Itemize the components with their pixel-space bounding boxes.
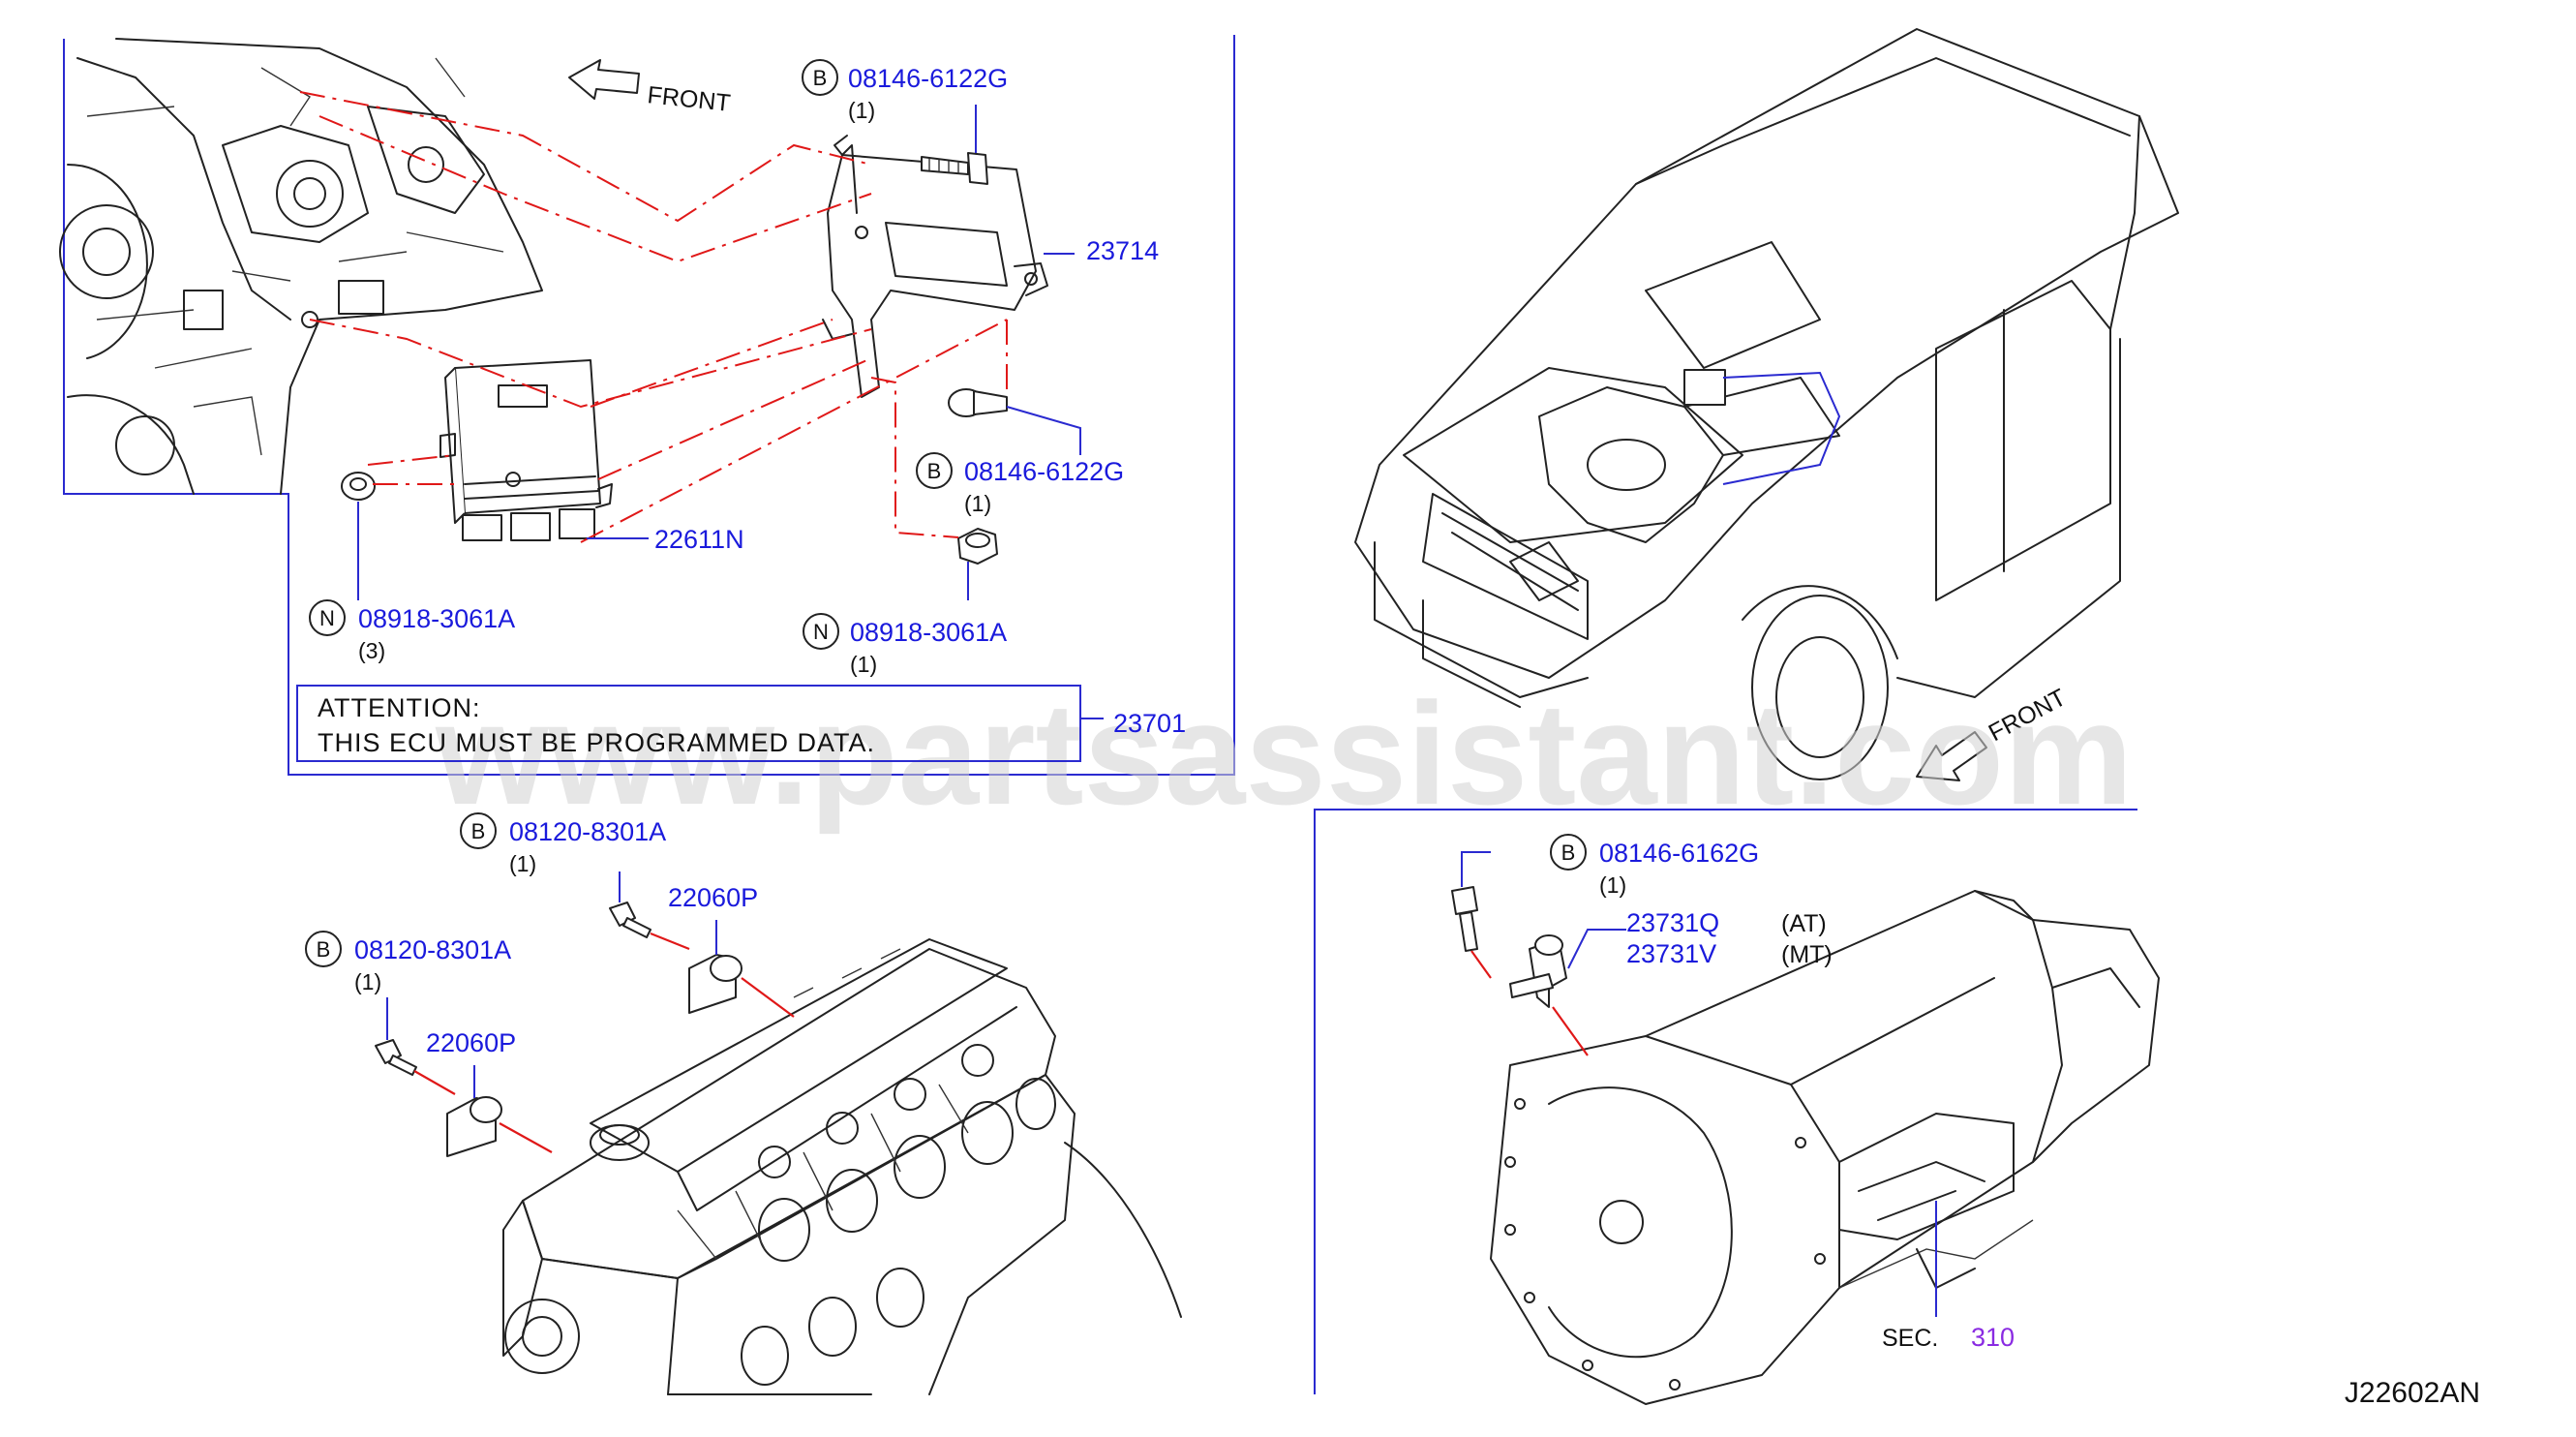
callout-ecu[interactable]: 22611N [654, 525, 744, 554]
callout-circle [916, 452, 953, 489]
part-link-23714[interactable]: 23714 [1086, 236, 1159, 265]
part-link-23731V[interactable]: 23731V [1626, 939, 1716, 968]
callout-ecu-bracket[interactable]: 23714 [1086, 236, 1159, 265]
ecu-hidden-lines [299, 91, 1008, 543]
section-reference[interactable]: SEC. 310 [1882, 1323, 2015, 1352]
attention-box: ATTENTION: THIS ECU MUST BE PROGRAMMED D… [296, 685, 1081, 762]
bulkhead-drawing [59, 38, 543, 495]
qty-label: (1) [848, 98, 875, 123]
svg-text:B: B [471, 819, 486, 843]
callout-circle [803, 613, 839, 650]
part-link-23731Q[interactable]: 23731Q [1626, 908, 1719, 937]
front-arrow-top: FRONT [568, 59, 732, 117]
front-label-top: FRONT [646, 81, 732, 117]
callout-bolt-transmission[interactable]: B 08146-6162G (1) [1550, 834, 1759, 898]
attention-title: ATTENTION: [318, 693, 481, 722]
ecu-drawing [439, 359, 613, 541]
transmission-hidden-lines [1470, 950, 1589, 1056]
callout-bolt-upper[interactable]: B 08146-6122G (1) [802, 59, 1008, 123]
svg-text:B: B [927, 459, 942, 483]
svg-text:B: B [813, 66, 828, 90]
callout-bolt-middle[interactable]: B 08146-6122G (1) [916, 452, 1124, 516]
figure-code: J22602AN [2345, 1377, 2480, 1409]
engine-hidden-lines [413, 932, 795, 1153]
qty-label: (1) [964, 491, 991, 516]
callout-speed-sensor[interactable]: 23731Q (AT) 23731V (MT) [1626, 908, 1833, 968]
bolt-middle-drawing [948, 388, 1008, 417]
part-link-08146-6122G[interactable]: 08146-6122G [848, 64, 1008, 93]
qty-label: (1) [354, 969, 381, 994]
qty-label: (3) [358, 638, 385, 663]
callout-nut-right[interactable]: N 08918-3061A (1) [803, 613, 1007, 677]
callout-bolt-engine-upper[interactable]: B 08120-8301A (1) [460, 812, 666, 876]
part-link-08918-3061A[interactable]: 08918-3061A [850, 618, 1007, 647]
bolt-transmission-drawing [1451, 886, 1478, 952]
callout-circle [1550, 834, 1587, 871]
callout-circle [309, 599, 346, 636]
part-link-08120-8301A[interactable]: 08120-8301A [354, 935, 511, 964]
engine-leaders [386, 871, 717, 1098]
qty-label: (1) [509, 851, 536, 876]
bolt-upper-engine-drawing [609, 902, 652, 938]
svg-text:B: B [317, 937, 331, 962]
qty-label: (1) [850, 652, 877, 677]
svg-text:N: N [319, 606, 335, 630]
part-link-22611N[interactable]: 22611N [654, 525, 744, 554]
ecu-leaders [357, 105, 1104, 719]
part-link-22060P[interactable]: 22060P [668, 883, 758, 912]
callout-ecu-assembly[interactable]: 23701 [1113, 709, 1186, 738]
part-link-08918-3061A[interactable]: 08918-3061A [358, 604, 515, 633]
callout-circle [305, 931, 342, 967]
svg-text:N: N [813, 620, 829, 644]
variant-at-label: (AT) [1781, 910, 1827, 937]
bolt-lower-engine-drawing [375, 1039, 417, 1076]
callout-circle [802, 59, 838, 96]
part-link-22060P[interactable]: 22060P [426, 1028, 516, 1057]
callout-knock-sensor-lower[interactable]: 22060P [426, 1028, 516, 1057]
speed-sensor-drawing [1509, 934, 1567, 1008]
nut-right-drawing [957, 528, 998, 565]
knock-sensor-upper-drawing [688, 954, 742, 1014]
callout-circle [460, 812, 497, 849]
section-link-310[interactable]: 310 [1971, 1323, 2015, 1352]
engine-drawing [502, 938, 1182, 1395]
svg-text:B: B [1561, 841, 1576, 865]
bolt-upper-drawing [921, 152, 988, 185]
ecu-frame [63, 35, 1235, 776]
nut-left-drawing [341, 472, 376, 501]
knock-sensor-lower-drawing [446, 1096, 502, 1157]
ecu-bracket-drawing [822, 135, 1048, 398]
transmission-frame [1314, 809, 2137, 1394]
variant-mt-label: (MT) [1781, 941, 1833, 968]
part-link-08146-6122G[interactable]: 08146-6122G [964, 457, 1124, 486]
part-link-08120-8301A[interactable]: 08120-8301A [509, 817, 666, 846]
part-link-08146-6162G[interactable]: 08146-6162G [1599, 839, 1759, 868]
transmission-leaders [1461, 851, 1937, 1317]
part-link-23701[interactable]: 23701 [1113, 709, 1186, 738]
qty-label: (1) [1599, 872, 1626, 898]
watermark: www.partsassistant.com [435, 672, 2133, 835]
callout-bolt-engine-lower[interactable]: B 08120-8301A (1) [305, 931, 511, 994]
callout-nut-left[interactable]: N 08918-3061A (3) [309, 599, 515, 663]
vehicle-drawing [1354, 28, 2179, 780]
callout-knock-sensor-upper[interactable]: 22060P [668, 883, 758, 912]
section-label: SEC. [1882, 1325, 1938, 1352]
transmission-drawing [1490, 890, 2160, 1405]
attention-text: THIS ECU MUST BE PROGRAMMED DATA. [318, 728, 875, 757]
